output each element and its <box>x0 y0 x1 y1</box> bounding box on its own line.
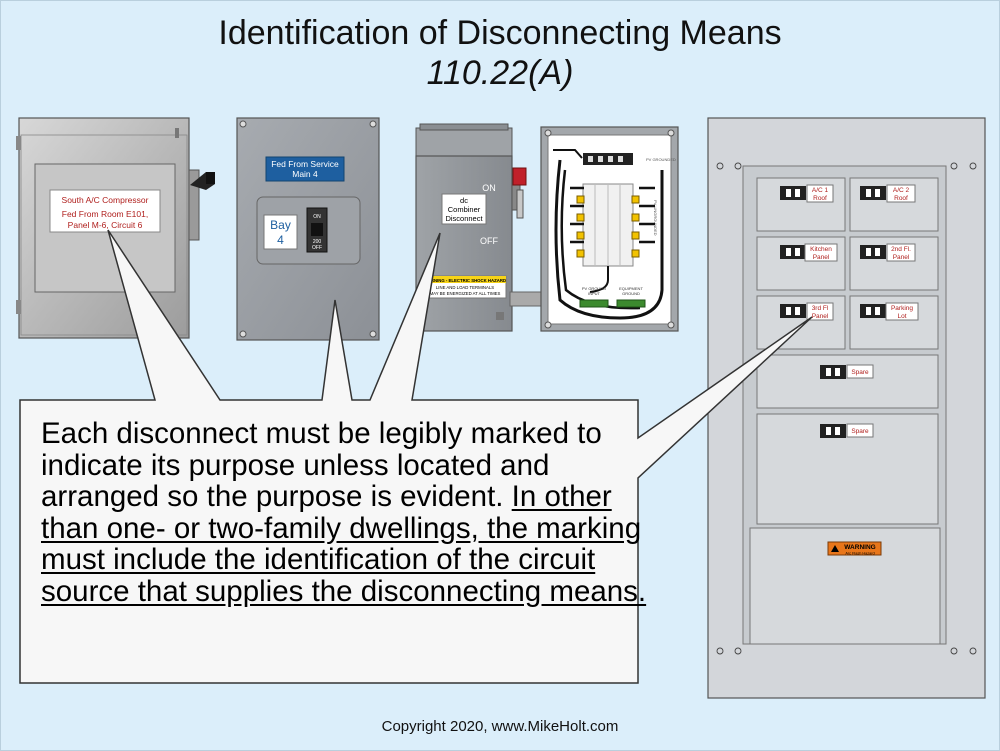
panel-breaker-spare-2: Spare <box>820 423 874 438</box>
callout-text-plain: Each disconnect must be legibly marked t… <box>41 417 602 513</box>
combiner-wiring <box>554 159 664 320</box>
breaker-label-spare: Spare <box>851 369 869 376</box>
breaker-label-line1: 2nd Fl. <box>891 246 911 253</box>
breaker-label-line2: Panel <box>893 254 910 261</box>
disconnect-1-south-ac: South A/C Compressor Fed From Room E101,… <box>16 117 215 339</box>
callout-text-underlined: In other than one- or two-family dwellin… <box>41 480 647 608</box>
breaker-label-line2: Panel <box>813 254 830 261</box>
disconnect-2-fed-label <box>265 156 345 182</box>
disconnect-2-fed-line2: Main 4 <box>292 169 318 179</box>
disconnect-1-label-line2: Fed From Room E101, <box>62 209 148 219</box>
disconnect-2-bay-line2: 4 <box>277 233 284 247</box>
breaker-label-line1: A/C 2 <box>893 187 910 194</box>
disconnect-2-bay-line1: Bay <box>270 218 291 232</box>
callout-text: Each disconnect must be legibly marked t… <box>41 418 661 607</box>
disconnect-2-bay-label <box>263 214 298 250</box>
breaker-label-line1: Parking <box>891 305 913 312</box>
arc-flash-subtitle: Arc Flash Hazard <box>845 552 874 556</box>
breaker-label-line2: Roof <box>894 195 908 202</box>
disconnect-3-dc-combiner: ON OFF dc Combiner Disconnect WARNING - … <box>415 123 543 332</box>
breaker-label-line2: Roof <box>813 195 827 202</box>
breaker-label-spare: Spare <box>851 428 869 435</box>
panel-breaker-2nd-fl: 2nd Fl. Panel <box>860 243 916 262</box>
disconnect-3-label <box>441 193 487 225</box>
panel-breaker-ac2: A/C 2 Roof <box>860 184 916 203</box>
disconnect-1-label-line1: South A/C Compressor <box>62 195 149 205</box>
disconnect-2-bay-4: Fed From Service Main 4 Bay 4 ON 200 OFF <box>236 117 380 341</box>
disconnect-3-warning-line2: LINE AND LOAD TERMINALS <box>436 285 494 290</box>
panel-breaker-parking: Parking Lot <box>860 302 919 321</box>
disconnect-2-fed-line1: Fed From Service <box>271 159 339 169</box>
combiner-pv-ground-bar <box>579 299 609 308</box>
disconnect-3-on-label: ON <box>482 183 496 193</box>
disconnect-1-label-line3: Panel M-6, Circuit 6 <box>68 220 143 230</box>
panel-breaker-3rd-fl: 3rd Fl Panel <box>780 302 834 321</box>
disconnect-3-label-line1: dc <box>460 196 468 205</box>
callout-shape <box>19 229 813 684</box>
combiner-equip-ground-label-2: GROUND <box>622 291 640 296</box>
panel-arc-flash-warning: WARNING Arc Flash Hazard <box>827 541 882 556</box>
breaker-label-line1: Kitchen <box>810 246 832 253</box>
disconnect-3-label-line3: Disconnect <box>445 214 483 223</box>
breaker-label-line1: 3rd Fl <box>812 305 829 312</box>
disconnect-2-switch-off: OFF <box>312 245 322 251</box>
combiner-pv-ungrounded-label: PV UNGROUNDED <box>653 200 658 236</box>
breaker-label-line1: A/C 1 <box>812 187 829 194</box>
breaker-label-line2: Panel <box>812 313 829 320</box>
slide-subtitle: 110.22(A) <box>426 54 574 92</box>
disconnect-3-warning-line3: MAY BE ENERGIZED AT ALL TIMES <box>430 291 501 296</box>
combiner-pv-grounded-label: PV GROUNDED <box>646 157 676 162</box>
combiner-equipment-ground-bar <box>616 299 646 308</box>
panel-breaker-kitchen: Kitchen Panel <box>780 243 838 262</box>
disconnect-2-switch-rating: 200 <box>313 239 322 245</box>
breaker-label-line2: Lot <box>897 313 906 320</box>
disconnect-2-switch-on: ON <box>313 214 321 220</box>
disconnect-3-label-line2: Combiner <box>448 205 481 214</box>
combiner-pv-ground-label-1: PV GROUND <box>582 286 606 291</box>
combiner-box-open: PV GROUNDED PV UNGROUNDED PV GROUND INPU… <box>540 126 679 332</box>
arc-flash-title: WARNING <box>844 544 875 551</box>
disconnect-3-enclosure <box>415 155 513 332</box>
disconnect-3-warning-line1: WARNING - ELECTRIC SHOCK HAZARD <box>424 278 506 283</box>
panel-breaker-ac1: A/C 1 Roof <box>780 184 834 203</box>
callout-balloon <box>19 229 813 684</box>
panel-breaker-spare-1: Spare <box>820 364 874 379</box>
combiner-equip-ground-label-1: EQUIPMENT <box>619 286 643 291</box>
disconnect-3-off-label: OFF <box>480 236 498 246</box>
slide-title: Identification of Disconnecting Means <box>218 14 782 52</box>
copyright-footer: Copyright 2020, www.MikeHolt.com <box>381 718 619 735</box>
disconnect-1-label <box>49 189 161 233</box>
disconnect-3-handle <box>512 167 527 186</box>
combiner-pv-ground-label-2: INPUT <box>588 291 601 296</box>
panelboard: A/C 1 Roof A/C 2 Roof Kitchen Panel 2nd … <box>707 117 986 699</box>
